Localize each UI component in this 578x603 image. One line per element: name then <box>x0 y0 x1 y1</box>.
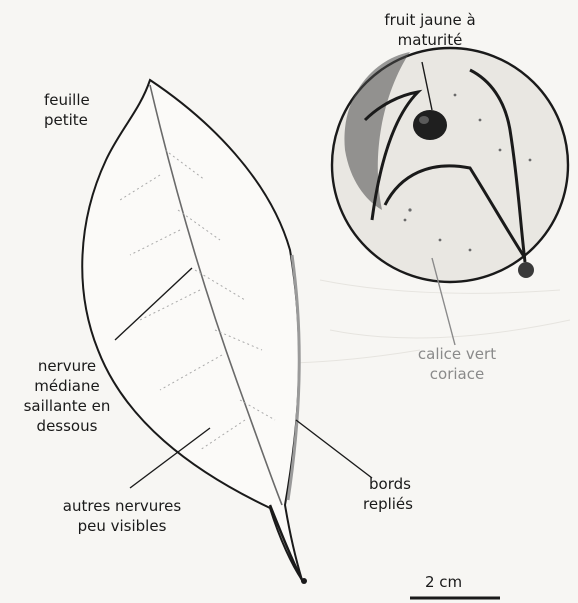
label-fruit: fruit jaune à maturité <box>355 10 505 50</box>
label-other-veins: autres nervures peu visibles <box>22 496 222 536</box>
label-midrib-line: saillante en <box>12 396 122 416</box>
label-calyx-line: coriace <box>392 364 522 384</box>
leader-edges <box>296 420 372 478</box>
label-midrib-line: dessous <box>12 416 122 436</box>
label-scale-text: 2 cm <box>425 572 462 592</box>
label-leaf-small-line: feuille <box>44 90 134 110</box>
fruit <box>332 48 568 282</box>
label-midrib-line: médiane <box>12 376 122 396</box>
label-fruit-line: fruit jaune à <box>355 10 505 30</box>
label-calyx-line: calice vert <box>392 344 522 364</box>
label-other-veins-line: peu visibles <box>22 516 222 536</box>
label-leaf-small: feuille petite <box>44 90 134 130</box>
label-other-veins-line: autres nervures <box>22 496 222 516</box>
label-edges-line: repliés <box>363 494 443 514</box>
label-calyx: calice vert coriace <box>392 344 522 384</box>
label-midrib-line: nervure <box>12 356 122 376</box>
fruit-stem <box>518 262 534 278</box>
label-fruit-line: maturité <box>355 30 505 50</box>
label-midrib: nervure médiane saillante en dessous <box>12 356 122 436</box>
label-scale: 2 cm <box>425 572 462 592</box>
label-edges-line: bords <box>363 474 443 494</box>
fruit-scar <box>413 110 447 140</box>
label-edges: bords repliés <box>363 474 443 514</box>
label-leaf-small-line: petite <box>44 110 134 130</box>
